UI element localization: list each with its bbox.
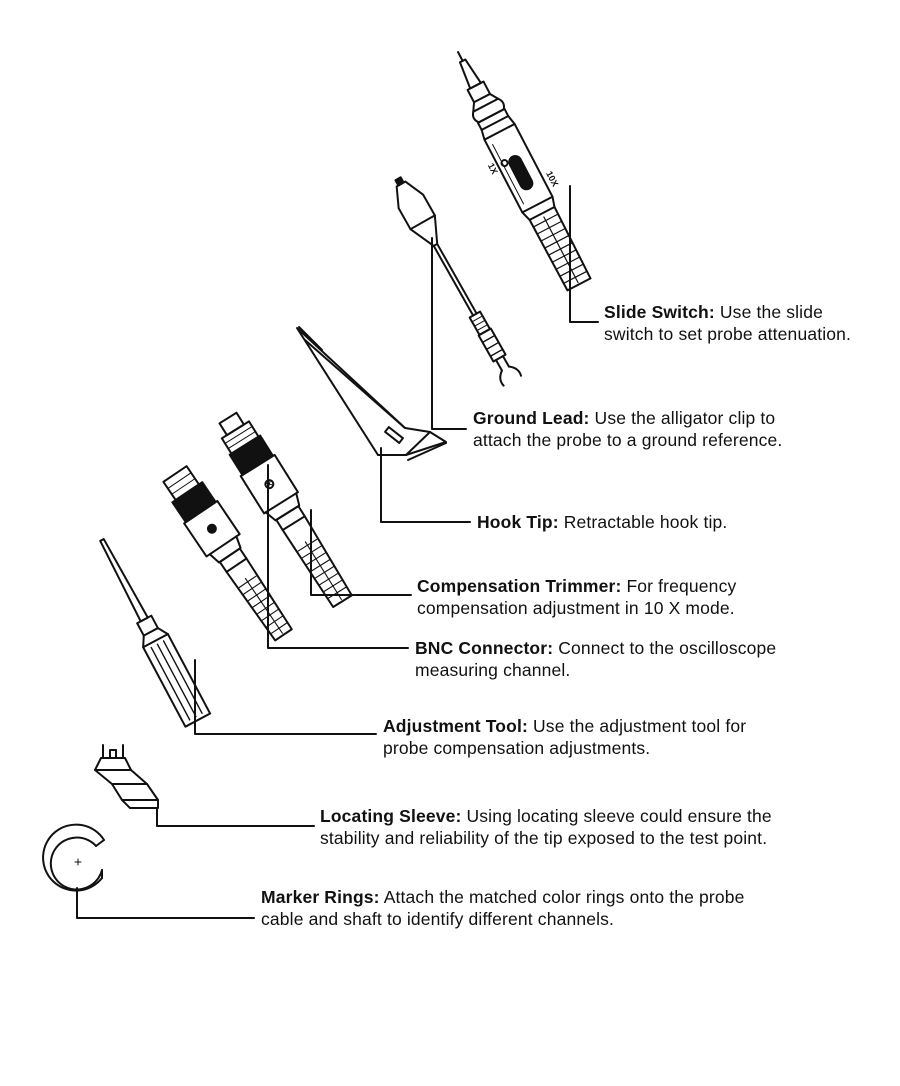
- callout-desc: Use the slide: [719, 302, 823, 322]
- callout-desc: Use the adjustment tool for: [533, 716, 747, 736]
- callout-locating-sleeve: Locating Sleeve: Using locating sleeve c…: [320, 806, 772, 849]
- callout-title: Adjustment Tool:: [383, 716, 528, 736]
- callout-desc: Connect to the oscilloscope: [558, 638, 777, 658]
- marker-ring: [42, 823, 105, 892]
- callout-line: cable and shaft to identify different ch…: [261, 908, 615, 929]
- callout-line: Hook Tip: Retractable hook tip.: [477, 512, 727, 534]
- hook-tip: [296, 326, 447, 461]
- callout-bnc-connector: BNC Connector: Connect to the oscillosco…: [415, 638, 776, 681]
- slide-switch-control: [500, 154, 534, 191]
- bnc-connector-large: [218, 411, 353, 609]
- leader-ground-lead: [431, 237, 467, 430]
- leader-bnc: [267, 464, 409, 649]
- callout-hook-tip: Hook Tip: Retractable hook tip.: [477, 512, 727, 534]
- leader-comp-trimmer: [310, 509, 412, 596]
- callout-adjustment-tool: Adjustment Tool: Use the adjustment tool…: [383, 716, 746, 759]
- callout-desc: Attach the matched color rings onto the …: [383, 887, 745, 907]
- callout-title: Locating Sleeve:: [320, 806, 462, 826]
- leader-locating-sleeve: [156, 807, 315, 827]
- callout-desc: Retractable hook tip.: [563, 512, 728, 532]
- callout-line: Adjustment Tool: Use the adjustment tool…: [383, 716, 746, 738]
- leader-hook-tip: [380, 447, 471, 523]
- callout-line: Ground Lead: Use the alligator clip to: [473, 408, 782, 430]
- callout-line: probe compensation adjustments.: [383, 737, 651, 758]
- ground-lead: [394, 176, 522, 387]
- callout-desc: Use the alligator clip to: [594, 408, 776, 428]
- switch-mark-1x: 1X: [486, 161, 500, 175]
- callout-title: BNC Connector:: [415, 638, 554, 658]
- callout-slide-switch: Slide Switch: Use the slide switch to se…: [604, 302, 851, 345]
- callout-title: Hook Tip:: [477, 512, 559, 532]
- leader-marker-rings: [76, 887, 255, 919]
- callout-line: Compensation Trimmer: For frequency: [417, 576, 736, 598]
- leader-lines: [76, 185, 599, 919]
- callout-line: Slide Switch: Use the slide: [604, 302, 851, 324]
- callout-line: switch to set probe attenuation.: [604, 323, 852, 344]
- callout-line: compensation adjustment in 10 X mode.: [417, 597, 735, 618]
- leader-slide-switch: [569, 185, 599, 323]
- callout-line: measuring channel.: [415, 659, 571, 680]
- callout-line: BNC Connector: Connect to the oscillosco…: [415, 638, 776, 660]
- callout-title: Compensation Trimmer:: [417, 576, 622, 596]
- callout-title: Ground Lead:: [473, 408, 590, 428]
- callout-title: Marker Rings:: [261, 887, 380, 907]
- callout-line: attach the probe to a ground reference.: [473, 429, 783, 450]
- callout-line: stability and reliability of the tip exp…: [320, 827, 768, 848]
- callout-desc: For frequency: [626, 576, 737, 596]
- callout-compensation-trimmer: Compensation Trimmer: For frequency comp…: [417, 576, 736, 619]
- probe-body: 1X 10X: [457, 51, 592, 292]
- callout-marker-rings: Marker Rings: Attach the matched color r…: [261, 887, 745, 930]
- bnc-connector-small: [162, 465, 293, 642]
- callout-line: Locating Sleeve: Using locating sleeve c…: [320, 806, 772, 828]
- callout-ground-lead: Ground Lead: Use the alligator clip to a…: [473, 408, 782, 451]
- callout-desc: Using locating sleeve could ensure the: [466, 806, 772, 826]
- locating-sleeve: [94, 744, 159, 809]
- callout-title: Slide Switch:: [604, 302, 715, 322]
- leader-adj-tool: [194, 659, 377, 735]
- callout-line: Marker Rings: Attach the matched color r…: [261, 887, 745, 909]
- adjustment-tool: [99, 538, 212, 728]
